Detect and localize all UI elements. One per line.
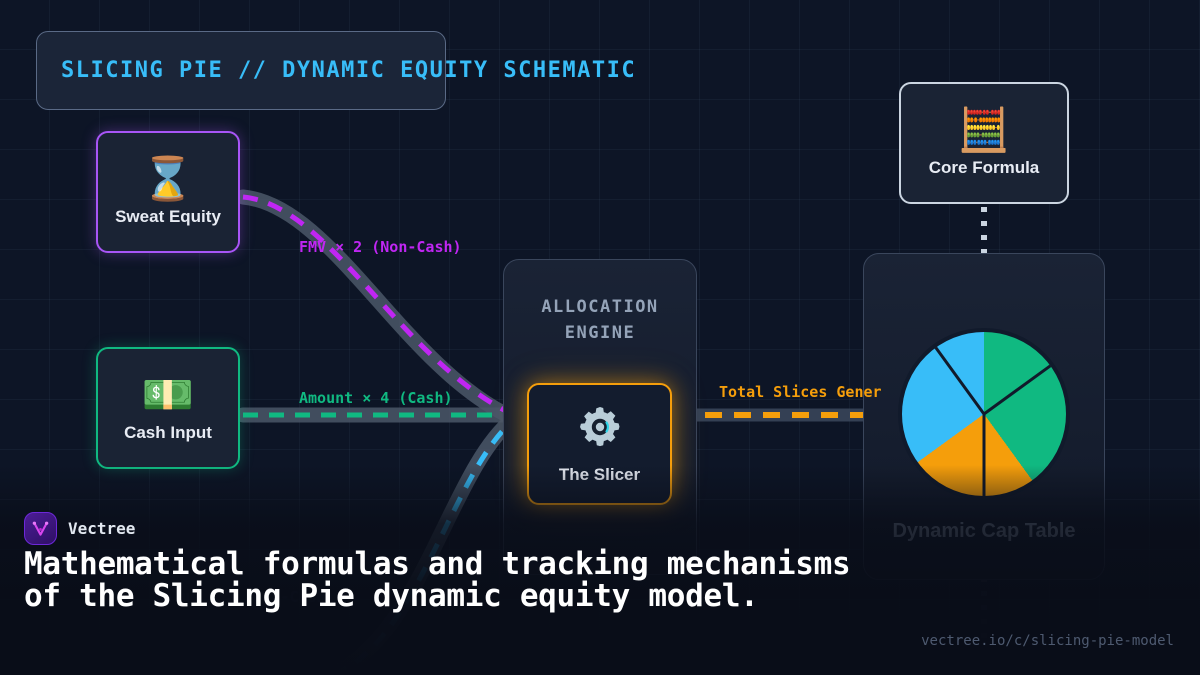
- pie-slice-divider: [983, 364, 1052, 415]
- vectree-logo-icon: [24, 512, 57, 545]
- node-sweat-equity[interactable]: ⌛ Sweat Equity: [96, 131, 240, 253]
- node-cash-input[interactable]: 💵 Cash Input: [96, 347, 240, 469]
- edge-label-cash: Amount × 4 (Cash): [299, 389, 453, 407]
- site-url: vectree.io/c/slicing-pie-model: [921, 633, 1174, 649]
- group-title: ALLOCATION ENGINE: [541, 297, 659, 343]
- caption-text: Mathematical formulas and tracking mecha…: [24, 546, 851, 614]
- caption-overlay: [0, 465, 1200, 675]
- node-core-formula[interactable]: 🧮 Core Formula: [899, 82, 1069, 204]
- node-label: Core Formula: [928, 157, 1040, 177]
- hourglass-icon: ⌛: [141, 153, 195, 203]
- edge-label-total-slices: Total Slices Gener: [719, 383, 882, 401]
- pie-slice-divider: [982, 413, 986, 496]
- node-label: Cash Input: [124, 422, 212, 442]
- pie-slice-divider: [934, 346, 986, 415]
- edge-label-sweat: FMV × 2 (Non-Cash): [299, 238, 462, 256]
- node-label: Sweat Equity: [115, 206, 221, 226]
- abacus-icon: 🧮: [957, 104, 1011, 154]
- gear-icon: [576, 403, 624, 458]
- edge-sweat-to-slicer: [242, 194, 514, 417]
- page-title: SLICING PIE // DYNAMIC EQUITY SCHEMATIC: [61, 58, 637, 83]
- banknote-icon: 💵: [141, 369, 195, 419]
- brand-block: Vectree: [24, 512, 135, 545]
- schematic-title-chip: SLICING PIE // DYNAMIC EQUITY SCHEMATIC: [36, 31, 635, 110]
- brand-name: Vectree: [68, 519, 136, 538]
